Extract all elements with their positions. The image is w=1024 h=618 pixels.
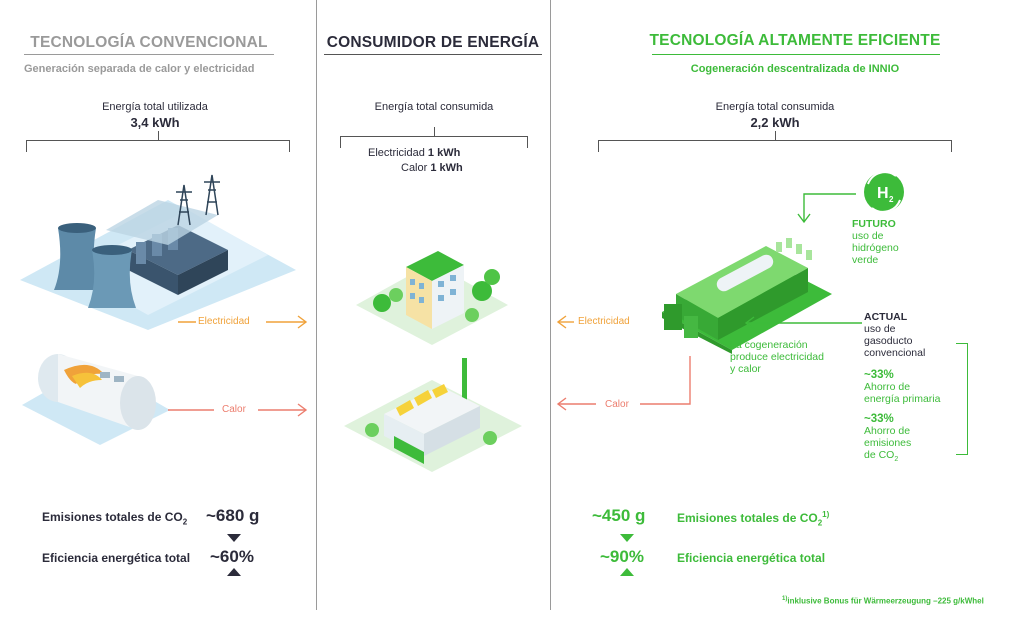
saving1-line1: Ahorro de	[864, 381, 911, 393]
left-electricity-label: Electricidad	[198, 316, 250, 327]
h2-symbol: H	[877, 185, 889, 202]
left-down-triangle-icon	[227, 534, 241, 542]
divider-left	[316, 0, 317, 610]
factory-illustration	[344, 358, 522, 472]
right-emissions-sub: 2	[817, 518, 823, 528]
left-subtitle: Generación separada de calor y electrici…	[24, 63, 255, 75]
center-heat-row: Calor 1 kWh	[401, 162, 463, 174]
chp-engine-illustration	[662, 238, 832, 354]
saving2-line3: de CO	[864, 449, 895, 461]
left-emissions-text: Emisiones totales de CO	[42, 510, 183, 524]
right-down-triangle-icon	[620, 534, 634, 542]
left-emissions-value: ~680 g	[206, 506, 260, 525]
footnote-sup: 1)	[782, 596, 788, 602]
left-efficiency-label: Eficiencia energética total	[42, 551, 191, 565]
cogen-line1: La cogeneración	[730, 339, 808, 351]
left-energy-label: Energía total utilizada	[102, 101, 208, 113]
center-heat-value: 1 kWh	[430, 162, 463, 174]
actual-line3: convencional	[864, 347, 926, 359]
future-heading: FUTURO	[852, 218, 896, 230]
right-emissions-label: Emisiones totales de CO21)	[677, 510, 829, 527]
right-efficiency-label: Eficiencia energética total	[677, 551, 826, 565]
left-efficiency-value: ~60%	[210, 547, 254, 566]
right-energy-value: 2,2 kWh	[750, 115, 800, 130]
left-title: TECNOLOGÍA CONVENCIONAL	[30, 34, 268, 51]
actual-line2: gasoducto	[864, 335, 913, 347]
right-subtitle: Cogeneración descentralizada de INNIO	[690, 63, 900, 75]
hydrogen-icon: H 2	[864, 171, 904, 213]
center-title: CONSUMIDOR DE ENERGÍA	[326, 34, 540, 51]
right-title-underline	[652, 54, 940, 55]
left-emissions-sub: 2	[182, 517, 188, 527]
center-electricity-label: Electricidad	[368, 147, 425, 159]
divider-right	[550, 0, 551, 610]
center-electricity-value: 1 kWh	[427, 147, 461, 159]
future-line2: hidrógeno	[852, 242, 899, 254]
savings-bracket	[956, 343, 968, 455]
saving1-value: ~33%	[864, 369, 894, 381]
savings-text: ~33% Ahorro de energía primaria ~33% Aho…	[864, 369, 940, 466]
footnote-text: inklusive Bonus für Wärmeerzeugung –225 …	[787, 596, 984, 606]
residential-building-illustration	[356, 251, 508, 345]
center-heat-label: Calor	[401, 162, 428, 174]
power-plant-illustration	[20, 174, 296, 330]
boiler-illustration	[22, 354, 170, 445]
actual-heading: ACTUAL	[864, 311, 908, 323]
left-emissions-label: Emisiones totales de CO2	[42, 510, 187, 526]
right-emissions-sup: 1)	[822, 510, 830, 519]
left-energy-value: 3,4 kWh	[130, 115, 180, 130]
left-title-underline	[24, 54, 274, 55]
right-efficiency-value: ~90%	[600, 547, 644, 566]
saving2-line1: Ahorro de	[864, 425, 911, 437]
right-emissions-text: Emisiones totales de CO	[677, 511, 818, 525]
saving2-value: ~33%	[864, 413, 894, 425]
footnote: 1)inklusive Bonus für Wärmeerzeugung –22…	[782, 596, 984, 606]
actual-text: ACTUAL uso de gasoducto convencional	[864, 311, 925, 359]
future-line1: uso de	[852, 230, 884, 242]
actual-arrow-icon	[744, 316, 862, 330]
center-bracket	[340, 127, 528, 148]
right-up-triangle-icon	[620, 568, 634, 576]
actual-line1: uso de	[864, 323, 896, 335]
right-title: TECNOLOGÍA ALTAMENTE EFICIENTE	[649, 32, 941, 49]
left-heat-arrow-icon	[168, 403, 308, 417]
cogen-line3: y calor	[730, 363, 761, 375]
h2-subscript: 2	[889, 195, 894, 204]
cogen-line2: produce electricidad	[730, 351, 824, 363]
right-bracket	[598, 131, 952, 152]
left-electricity-arrow-icon	[178, 315, 308, 329]
right-electricity-arrow-icon	[556, 315, 574, 329]
future-text: FUTURO uso de hidrógeno verde	[852, 218, 899, 266]
saving1-line2: energía primaria	[864, 393, 941, 405]
left-up-triangle-icon	[227, 568, 241, 576]
saving2-line2: emisiones	[864, 437, 912, 449]
left-bracket	[26, 131, 290, 152]
center-electricity-row: Electricidad 1 kWh	[368, 147, 460, 159]
right-heat-label: Calor	[605, 399, 629, 410]
cogeneration-text: La cogeneración produce electricidad y c…	[730, 339, 824, 375]
center-title-underline	[324, 54, 542, 55]
right-energy-label: Energía total consumida	[715, 101, 835, 113]
future-arrow-icon	[797, 193, 856, 224]
right-heat-arrow-icon	[556, 356, 691, 411]
saving2-sub: 2	[894, 456, 899, 464]
left-heat-label: Calor	[222, 404, 246, 415]
right-emissions-value: ~450 g	[592, 506, 646, 525]
center-energy-label: Energía total consumida	[374, 101, 494, 113]
future-line3: verde	[852, 254, 879, 266]
right-electricity-label: Electricidad	[578, 316, 630, 327]
